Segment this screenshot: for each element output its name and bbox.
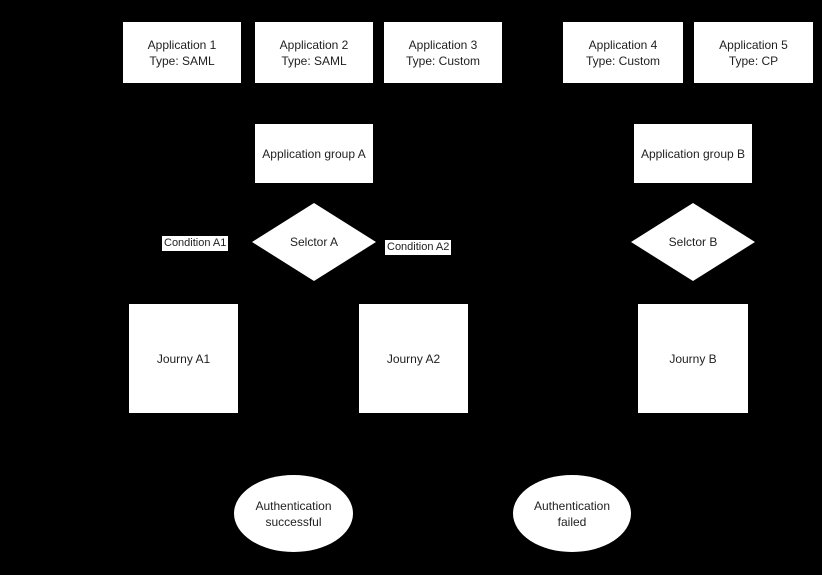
application-4-node: Application 4 Type: Custom [563,22,683,83]
application-5-node: Application 5 Type: CP [694,22,813,83]
group-label: Application group A [262,146,366,161]
journey-b-node: Journy B [638,304,748,413]
application-1-node: Application 1 Type: SAML [123,22,241,83]
journey-label: Journy A1 [156,351,211,366]
authentication-failed-terminal-node: Authentication failed [513,475,631,552]
journey-a1-node: Journy A1 [129,304,238,413]
selector-a-decision-node: Selctor A [252,203,376,281]
selector-label: Selctor A [289,235,339,249]
application-type: Type: SAML [281,53,347,68]
condition-label: Condition A1 [164,237,227,249]
application-group-a-node: Application group A [255,124,373,183]
application-type: Type: Custom [585,53,661,68]
application-name: Application 1 [147,37,217,52]
application-3-node: Application 3 Type: Custom [384,22,502,83]
outcome-label: Authentication successful [255,498,332,529]
application-type: Type: CP [728,53,779,68]
outcome-label: Authentication failed [533,498,611,529]
journey-a2-node: Journy A2 [359,304,468,413]
journey-label: Journy A2 [386,351,441,366]
selector-label: Selctor B [668,235,718,249]
selector-b-decision-node: Selctor B [631,203,755,281]
authentication-successful-terminal-node: Authentication successful [234,475,353,552]
condition-a2-edge-label: Condition A2 [385,240,452,255]
application-name: Application 4 [588,37,658,52]
condition-a1-edge-label: Condition A1 [162,236,229,251]
application-name: Application 5 [719,37,788,52]
application-type: Type: SAML [149,53,215,68]
condition-label: Condition A2 [387,241,450,253]
journey-label: Journy B [669,351,717,366]
application-type: Type: Custom [405,53,481,68]
group-label: Application group B [640,146,746,161]
application-group-b-node: Application group B [634,124,752,183]
application-name: Application 3 [408,37,478,52]
application-2-node: Application 2 Type: SAML [255,22,373,83]
application-name: Application 2 [279,37,349,52]
